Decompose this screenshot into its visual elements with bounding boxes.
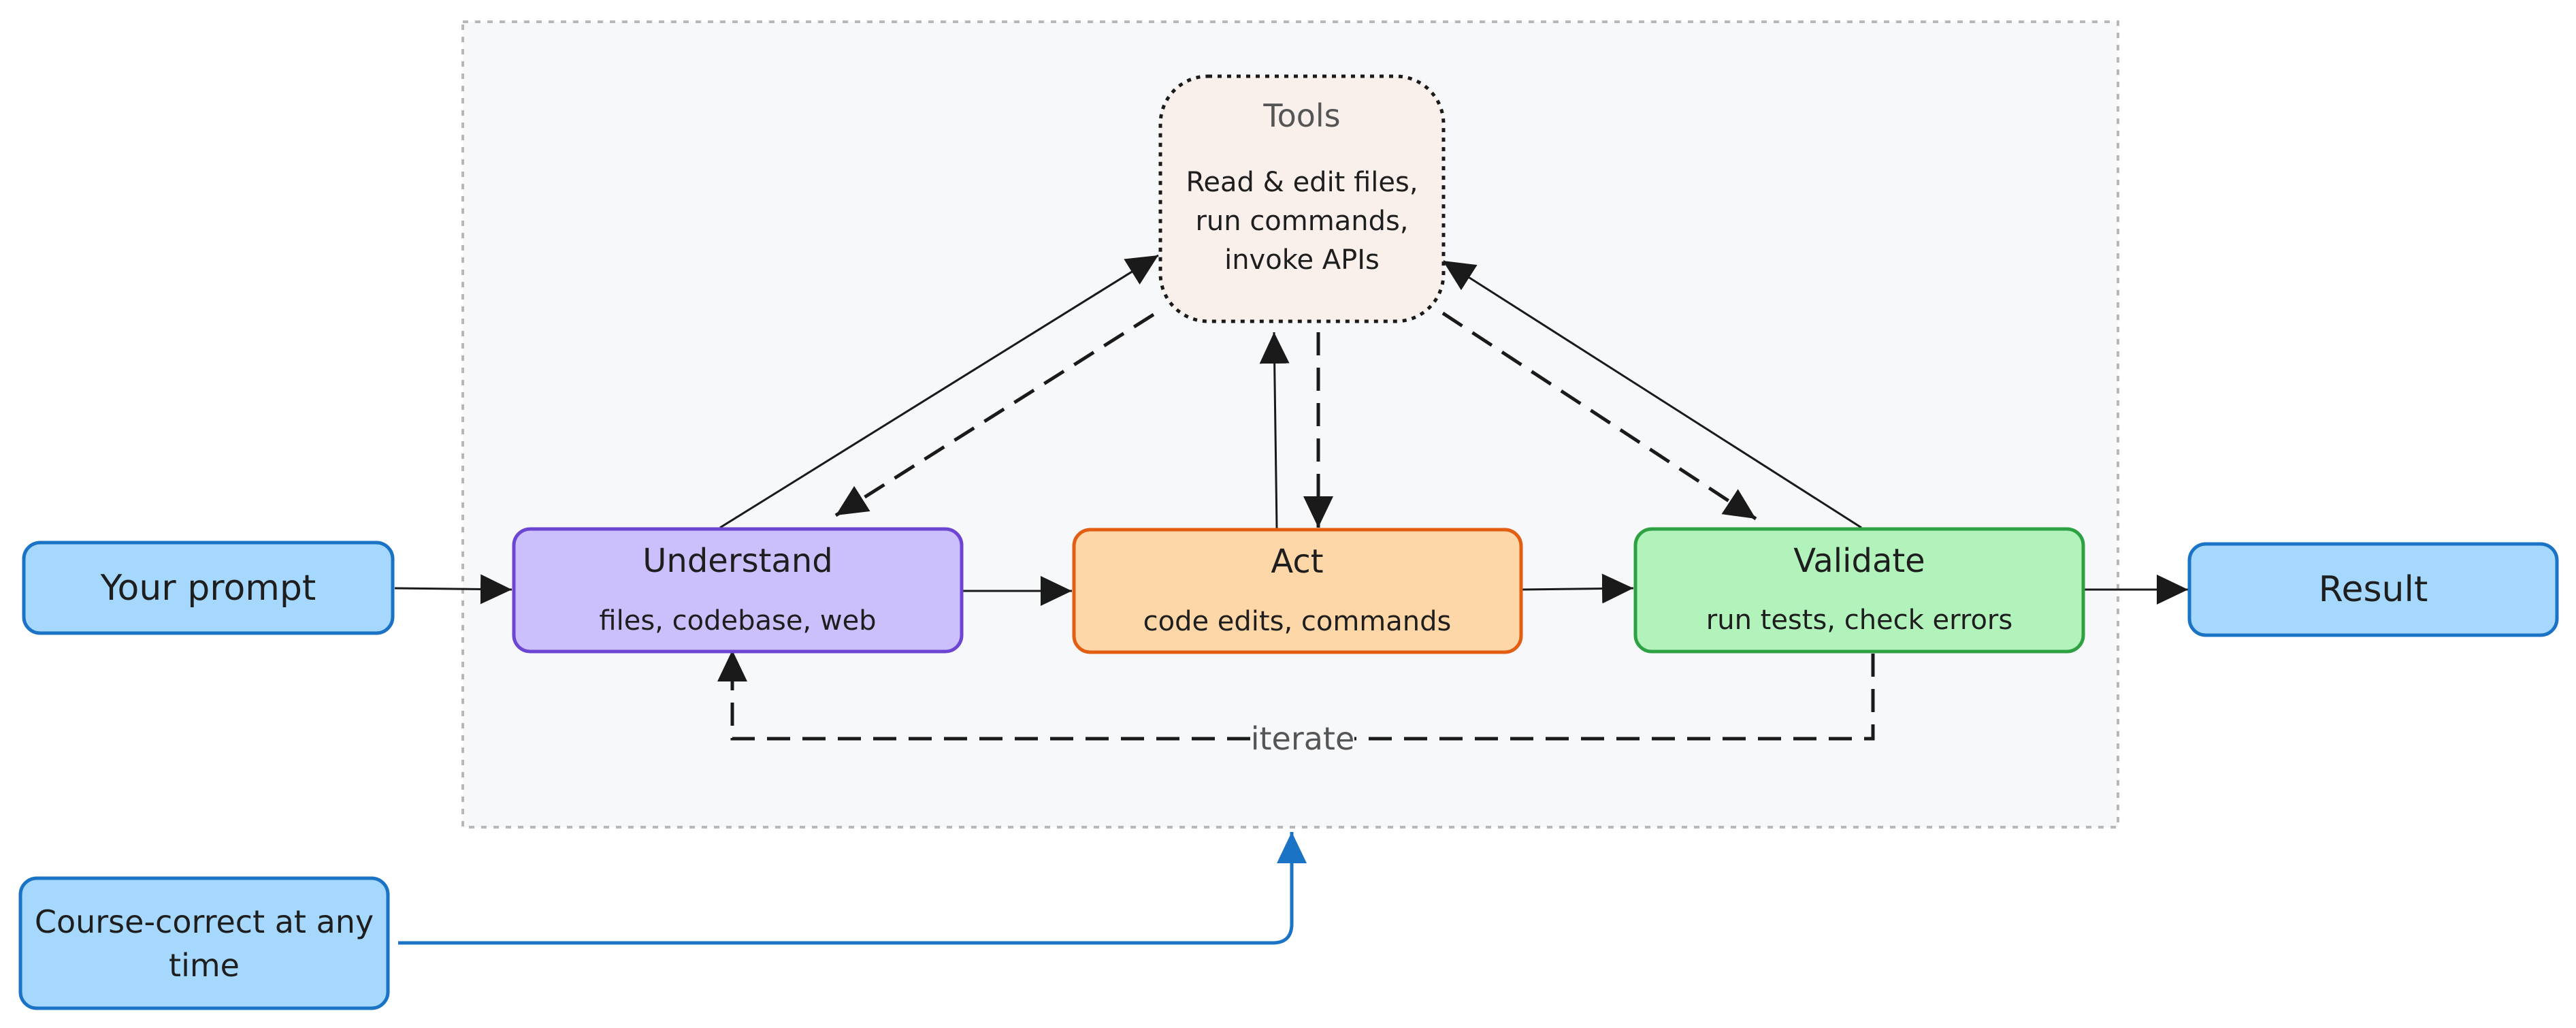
course-correct-line-2: time [169, 947, 240, 984]
understand-subtitle: files, codebase, web [599, 605, 876, 637]
iterate-label-bg [1251, 720, 1354, 758]
tools-line-3: invoke APIs [1224, 244, 1380, 276]
validate-subtitle: run tests, check errors [1706, 605, 2012, 636]
your-prompt-label: Your prompt [100, 568, 316, 609]
result-label: Result [2319, 569, 2428, 610]
edge-validate-to-tools [1442, 259, 1862, 529]
act-title: Act [1271, 543, 1323, 581]
course-correct-line-1: Course-correct at any [35, 903, 374, 940]
edge-course-correct [398, 832, 1307, 945]
node-your-prompt: Your prompt [22, 541, 395, 635]
act-subtitle: code edits, commands [1143, 606, 1452, 637]
validate-title: Validate [1793, 542, 1925, 580]
edge-tools-to-understand [834, 312, 1155, 517]
edge-understand-to-tools [719, 254, 1159, 529]
node-understand: Understand files, codebase, web [512, 527, 964, 654]
understand-title: Understand [642, 542, 832, 580]
edge-act-to-validate [1522, 573, 1634, 604]
node-act: Act code edits, commands [1072, 528, 1523, 654]
node-tools: Tools Read & edit files, run commands, i… [1158, 74, 1446, 323]
tools-title: Tools [1262, 97, 1340, 134]
edge-prompt-to-understand [394, 574, 512, 605]
node-course-correct: Course-correct at any time [18, 876, 390, 1010]
node-result: Result [2187, 542, 2559, 637]
iterate-label: iterate [1251, 720, 1355, 757]
node-validate: Validate run tests, check errors [1633, 527, 2085, 654]
tools-line-2: run commands, [1195, 206, 1408, 237]
edge-act-to-tools [1259, 332, 1290, 529]
tools-line-1: Read & edit files, [1186, 167, 1418, 198]
edge-tools-to-validate [1441, 311, 1757, 521]
